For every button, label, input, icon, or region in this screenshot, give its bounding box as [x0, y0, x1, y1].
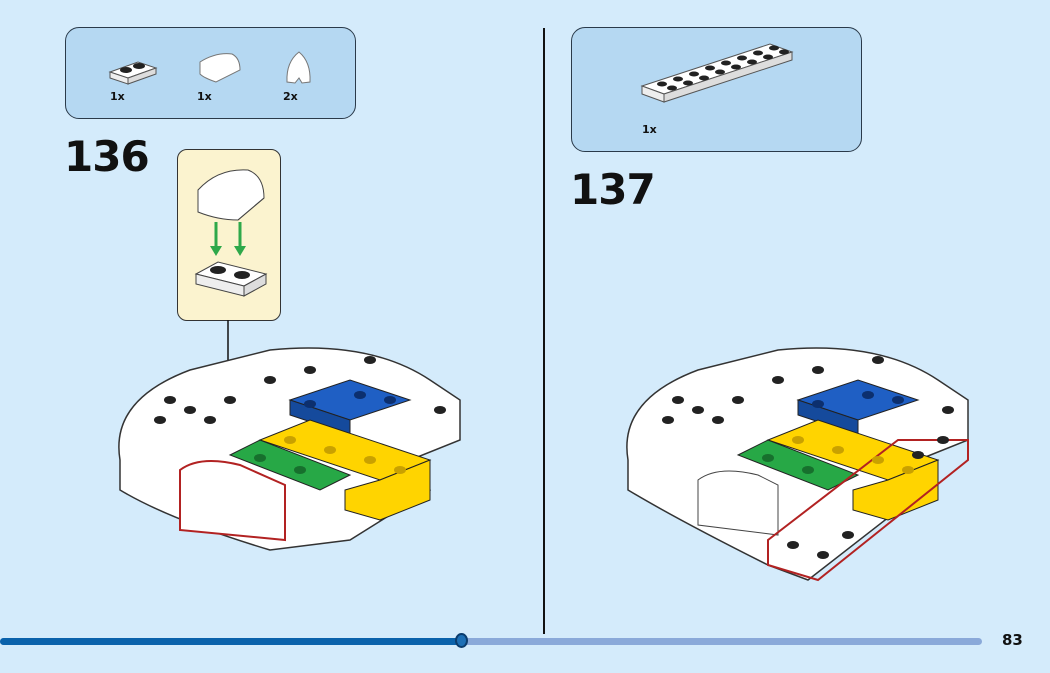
- step-number: 136: [64, 132, 150, 181]
- model-step-137: [626, 347, 969, 582]
- part-qty: 1x: [110, 90, 125, 103]
- sub-assembly-callout: [177, 149, 281, 321]
- step-number: 137: [570, 165, 656, 214]
- plate-1x2-icon: [108, 61, 158, 85]
- part-qty: 2x: [283, 90, 298, 103]
- nose-cone-icon: [286, 51, 311, 84]
- progress-marker: [454, 633, 468, 648]
- progress-fill: [0, 638, 462, 645]
- callout-illustration: [194, 169, 268, 297]
- plate-2x8-icon: [640, 43, 794, 103]
- progress-bar: [0, 633, 982, 648]
- part-qty: 1x: [197, 90, 212, 103]
- parts-list-step-137: 1x: [571, 27, 862, 152]
- part-qty: 1x: [642, 123, 657, 136]
- page-number: 83: [1002, 631, 1023, 649]
- curved-slope-icon: [199, 53, 241, 83]
- model-step-136: [118, 347, 461, 551]
- parts-list-step-136: 1x 1x 2x: [65, 27, 356, 119]
- page-divider: [543, 28, 545, 634]
